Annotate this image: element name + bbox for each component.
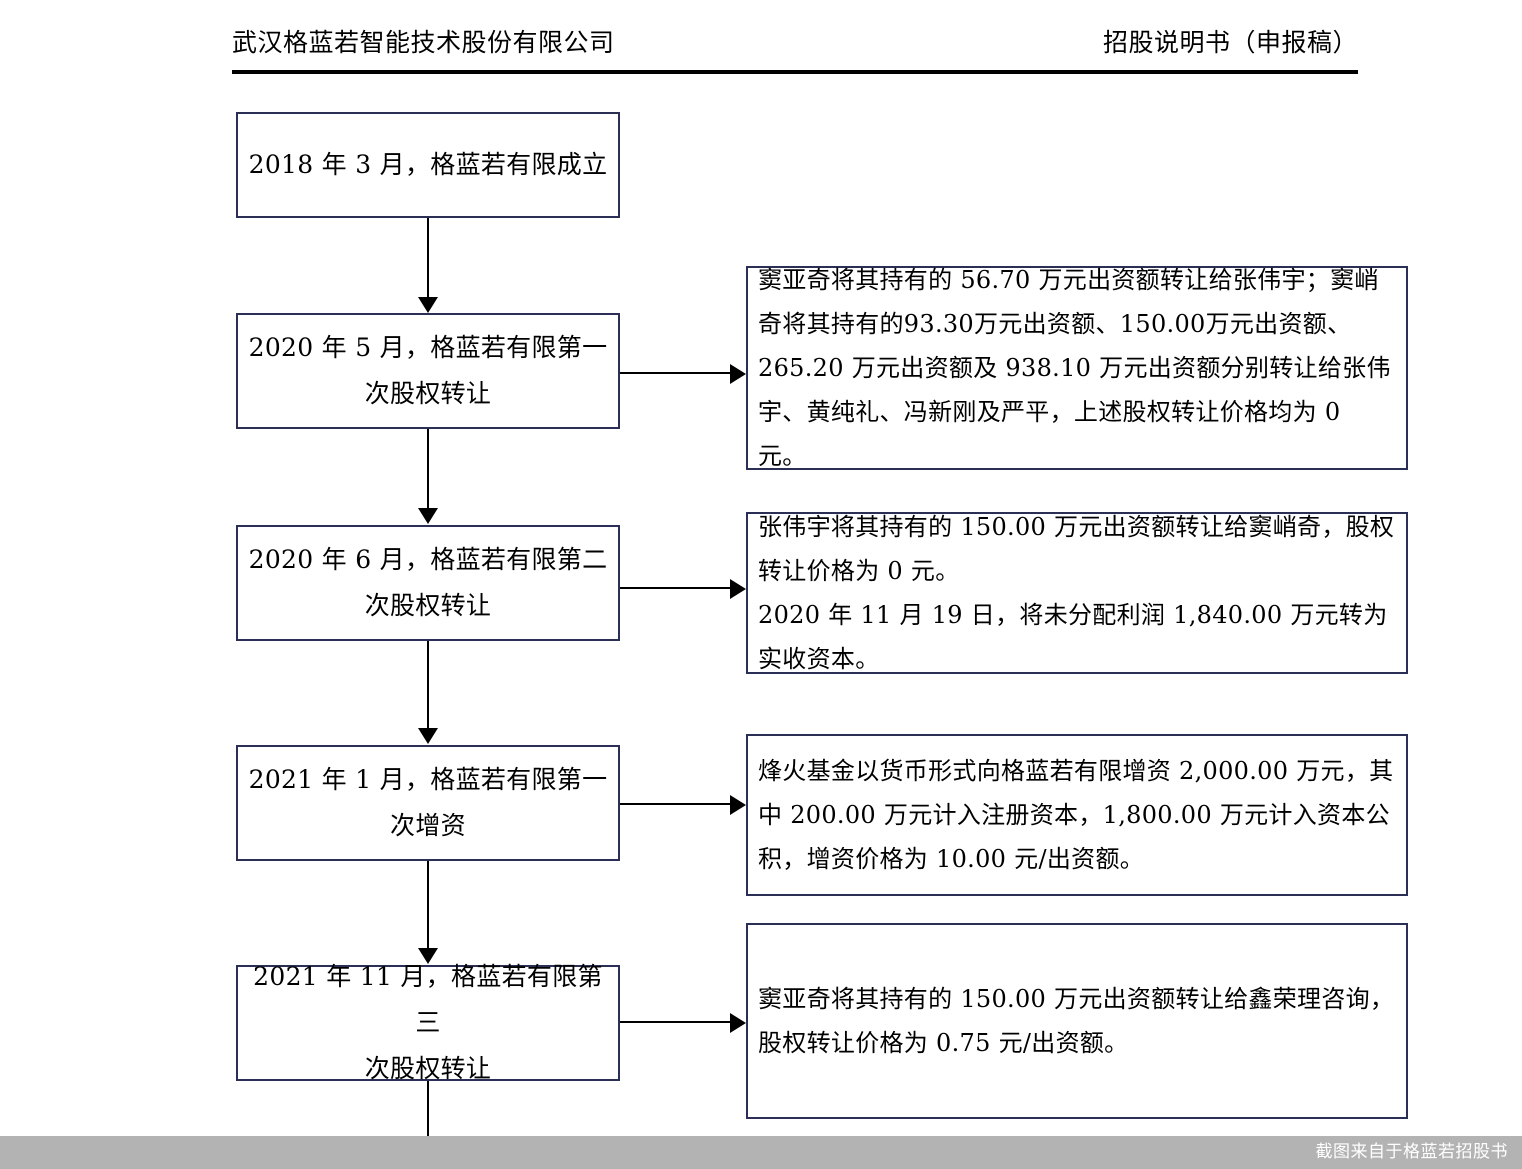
connector-line-stage1-stage2	[427, 218, 429, 298]
connector-line-stage2-stage3	[427, 429, 429, 509]
arrow-right-icon	[730, 579, 746, 599]
flow-node-third-equity-transfer: 2021 年 11 月，格蓝若有限第三 次股权转让	[236, 962, 620, 1083]
detail-node-text: 窦亚奇将其持有的 150.00 万元出资额转让给鑫荣理咨询，股权转让价格为 0.…	[758, 985, 1395, 1057]
arrow-down-icon	[418, 297, 438, 313]
screenshot-watermark-band	[0, 1136, 1522, 1169]
detail-node-text: 张伟宇将其持有的 150.00 万元出资额转让给窦峭奇，股权转让价格为 0 元。…	[758, 513, 1395, 673]
detail-node-first-capital-increase: 烽火基金以货币形式向格蓝若有限增资 2,000.00 万元，其中 200.00 …	[746, 734, 1408, 896]
arrow-down-icon	[418, 728, 438, 744]
flow-node-label: 2020 年 5 月，格蓝若有限第一 次股权转让	[248, 333, 608, 408]
flow-node-first-equity-transfer: 2020 年 5 月，格蓝若有限第一 次股权转让	[236, 313, 620, 429]
connector-line-stage4-stage5	[427, 861, 429, 949]
connector-line-stage3-stage4	[427, 641, 429, 729]
arrow-down-icon	[418, 948, 438, 964]
flow-node-label: 2021 年 1 月，格蓝若有限第一 次增资	[248, 765, 608, 840]
arrow-down-icon	[418, 508, 438, 524]
detail-node-second-equity-transfer: 张伟宇将其持有的 150.00 万元出资额转让给窦峭奇，股权转让价格为 0 元。…	[746, 512, 1408, 674]
flow-node-first-capital-increase: 2021 年 1 月，格蓝若有限第一 次增资	[236, 745, 620, 861]
connector-line-stage5-stage6	[427, 1081, 429, 1141]
flow-node-company-founded: 2018 年 3 月，格蓝若有限成立	[236, 112, 620, 218]
detail-node-text: 烽火基金以货币形式向格蓝若有限增资 2,000.00 万元，其中 200.00 …	[758, 757, 1394, 873]
flow-node-label: 2021 年 11 月，格蓝若有限第三 次股权转让	[253, 962, 603, 1083]
connector-line-stage5-detail4	[620, 1021, 732, 1023]
running-header: 武汉格蓝若智能技术股份有限公司 招股说明书（申报稿）	[232, 26, 1358, 72]
screenshot-watermark-text: 截图来自于格蓝若招股书	[1315, 1142, 1508, 1162]
arrow-right-icon	[730, 364, 746, 384]
flow-node-second-equity-transfer: 2020 年 6 月，格蓝若有限第二 次股权转让	[236, 525, 620, 641]
detail-node-first-equity-transfer: 窦亚奇将其持有的 56.70 万元出资额转让给张伟宇；窦峭奇将其持有的93.30…	[746, 266, 1408, 470]
arrow-right-icon	[730, 795, 746, 815]
connector-line-stage4-detail3	[620, 803, 732, 805]
header-company-name: 武汉格蓝若智能技术股份有限公司	[232, 28, 615, 57]
header-divider-rule	[232, 70, 1358, 74]
connector-line-stage2-detail1	[620, 372, 732, 374]
flow-node-label: 2020 年 6 月，格蓝若有限第二 次股权转让	[248, 545, 608, 620]
flow-node-label: 2018 年 3 月，格蓝若有限成立	[248, 150, 608, 179]
detail-node-third-equity-transfer: 窦亚奇将其持有的 150.00 万元出资额转让给鑫荣理咨询，股权转让价格为 0.…	[746, 923, 1408, 1119]
detail-node-text: 窦亚奇将其持有的 56.70 万元出资额转让给张伟宇；窦峭奇将其持有的93.30…	[758, 266, 1391, 470]
connector-line-stage3-detail2	[620, 587, 732, 589]
arrow-right-icon	[730, 1013, 746, 1033]
header-document-title: 招股说明书（申报稿）	[1102, 28, 1358, 57]
